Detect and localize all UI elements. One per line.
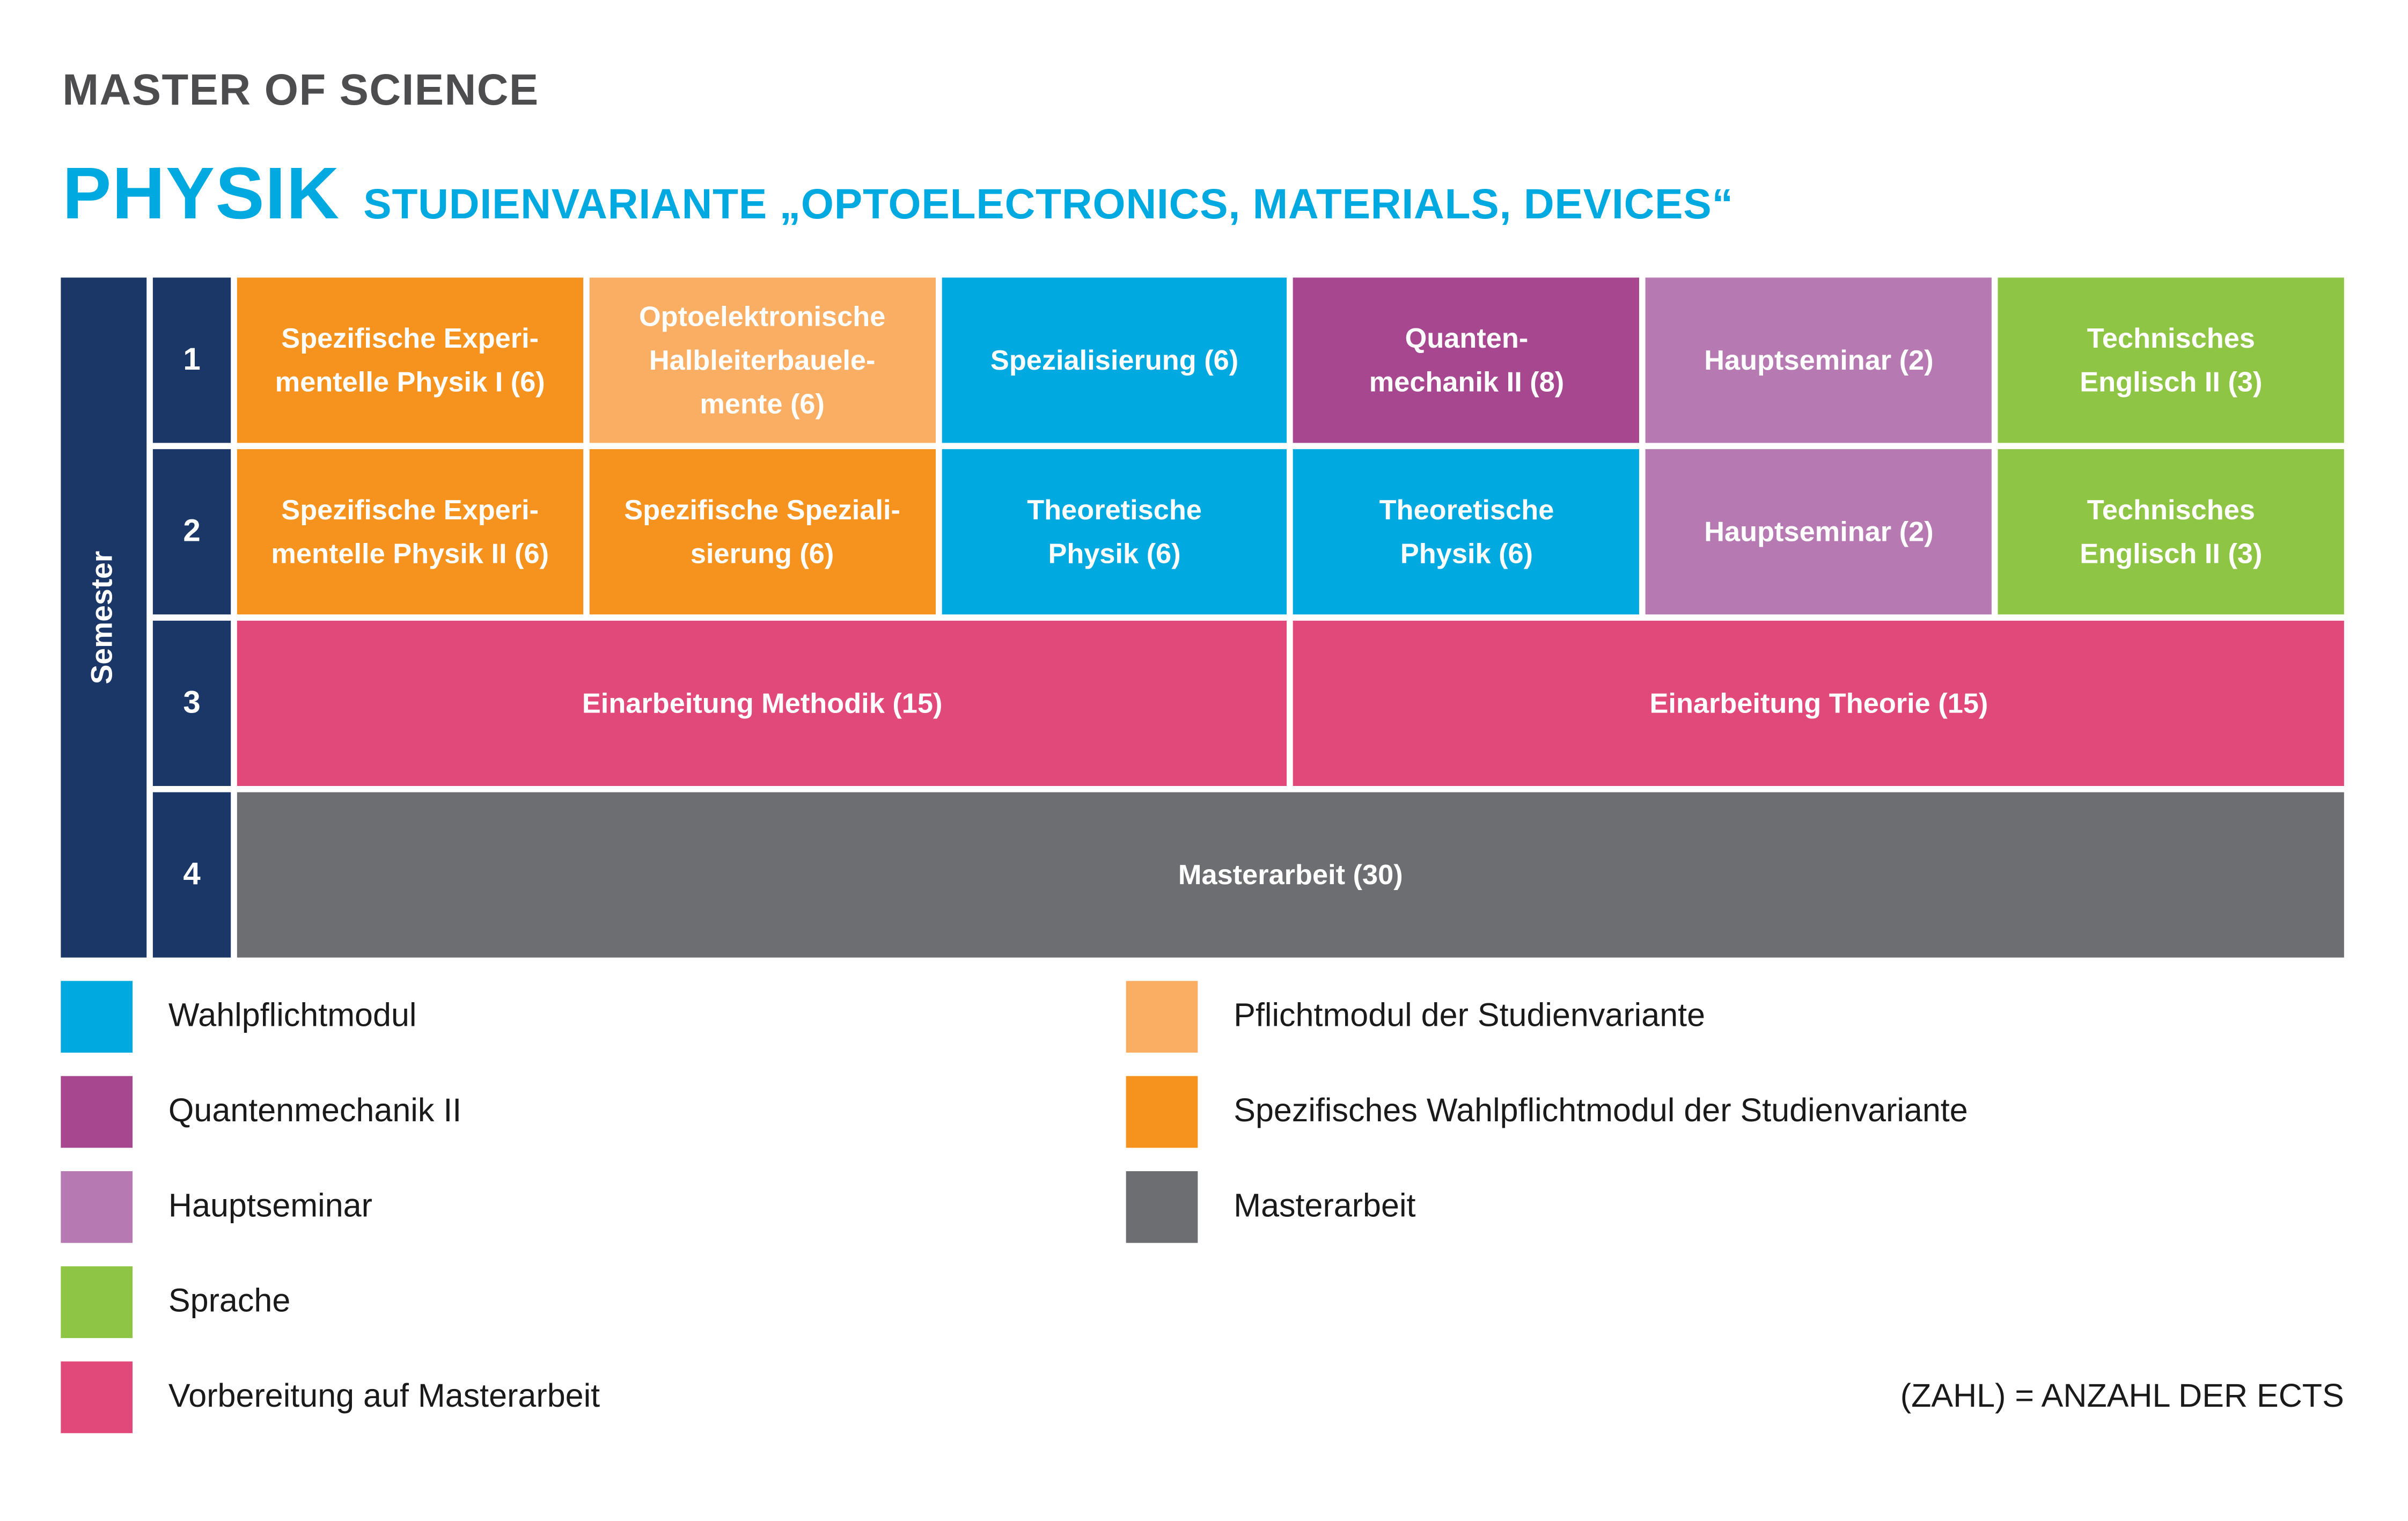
module-einarbeitung-theorie: Einarbeitung Theorie (15) xyxy=(1294,620,2344,786)
legend-swatch-gray xyxy=(1126,1171,1198,1243)
legend-item-sprache: Sprache xyxy=(61,1266,600,1338)
degree-label: MASTER OF SCIENCE xyxy=(62,65,539,114)
legend-item-hauptseminar: Hauptseminar xyxy=(61,1171,600,1243)
legend-label: Masterarbeit xyxy=(1234,1188,1416,1224)
legend-swatch-green xyxy=(61,1266,133,1338)
semester-number-3: 3 xyxy=(152,620,231,786)
legend-right-column: Pflichtmodul der Studienvariante Spezifi… xyxy=(1126,981,1968,1243)
legend-label: Quantenmechanik II xyxy=(168,1093,462,1129)
module-hauptseminar-s1: Hauptseminar (2) xyxy=(1646,277,1992,443)
module-spezifische-experimentelle-physik-2: Spezifische Experi- mentelle Physik II (… xyxy=(237,449,583,615)
module-spezialisierung: Spezialisierung (6) xyxy=(941,277,1288,443)
semester-number-1: 1 xyxy=(152,277,231,443)
program-title: PHYSIK xyxy=(62,151,340,234)
legend-swatch-orange xyxy=(1126,1076,1198,1148)
legend-item-masterarbeit: Masterarbeit xyxy=(1126,1171,1968,1243)
legend-label: Pflichtmodul der Studienvariante xyxy=(1234,998,1706,1034)
legend-swatch-cyan xyxy=(61,981,133,1053)
module-optoelektronische-halbleiterbauelemente: Optoelektronische Halbleiterbauele- ment… xyxy=(589,277,936,443)
legend-label: Sprache xyxy=(168,1283,291,1320)
legend-swatch-light-orange xyxy=(1126,981,1198,1053)
legend-label: Vorbereitung auf Masterarbeit xyxy=(168,1378,600,1415)
module-technisches-englisch-s1: Technisches Englisch II (3) xyxy=(1998,277,2344,443)
title-line: PHYSIK STUDIENVARIANTE „OPTOELECTRONICS,… xyxy=(62,150,1733,236)
legend-label: Spezifisches Wahlpflichtmodul der Studie… xyxy=(1234,1093,1968,1129)
legend-swatch-pink xyxy=(61,1361,133,1434)
legend-label: Wahlpflichtmodul xyxy=(168,998,417,1034)
semester-number-4: 4 xyxy=(152,792,231,958)
legend-item-pflichtmodul: Pflichtmodul der Studienvariante xyxy=(1126,981,1968,1053)
legend-item-spezifisches-wahlpflichtmodul: Spezifisches Wahlpflichtmodul der Studie… xyxy=(1126,1076,1968,1148)
legend-swatch-purple xyxy=(61,1076,133,1148)
module-spezifische-experimentelle-physik-1: Spezifische Experi- mentelle Physik I (6… xyxy=(237,277,583,443)
legend-left-column: Wahlpflichtmodul Quantenmechanik II Haup… xyxy=(61,981,600,1434)
variant-subtitle: STUDIENVARIANTE „OPTOELECTRONICS, MATERI… xyxy=(363,181,1734,228)
module-masterarbeit: Masterarbeit (30) xyxy=(237,792,2344,958)
legend-item-wahlpflichtmodul: Wahlpflichtmodul xyxy=(61,981,600,1053)
legend-item-quantenmechanik: Quantenmechanik II xyxy=(61,1076,600,1148)
module-quantenmechanik-2: Quanten- mechanik II (8) xyxy=(1294,277,1640,443)
ects-footnote: (ZAHL) = ANZAHL DER ECTS xyxy=(1900,1378,2344,1415)
curriculum-table: Semester 1 2 3 4 Spezifische Experi- men… xyxy=(61,277,2344,958)
semester-number-2: 2 xyxy=(152,449,231,615)
module-hauptseminar-s2: Hauptseminar (2) xyxy=(1646,449,1992,615)
module-theoretische-physik-b: Theoretische Physik (6) xyxy=(1294,449,1640,615)
semester-axis: Semester xyxy=(61,277,147,958)
legend-item-vorbereitung-masterarbeit: Vorbereitung auf Masterarbeit xyxy=(61,1361,600,1434)
legend-swatch-mauve xyxy=(61,1171,133,1243)
module-technisches-englisch-s2: Technisches Englisch II (3) xyxy=(1998,449,2344,615)
module-einarbeitung-methodik: Einarbeitung Methodik (15) xyxy=(237,620,1288,786)
semester-axis-label: Semester xyxy=(86,550,120,685)
module-spezifische-spezialisierung: Spezifische Speziali- sierung (6) xyxy=(589,449,936,615)
legend-label: Hauptseminar xyxy=(168,1188,372,1224)
module-theoretische-physik-a: Theoretische Physik (6) xyxy=(941,449,1288,615)
